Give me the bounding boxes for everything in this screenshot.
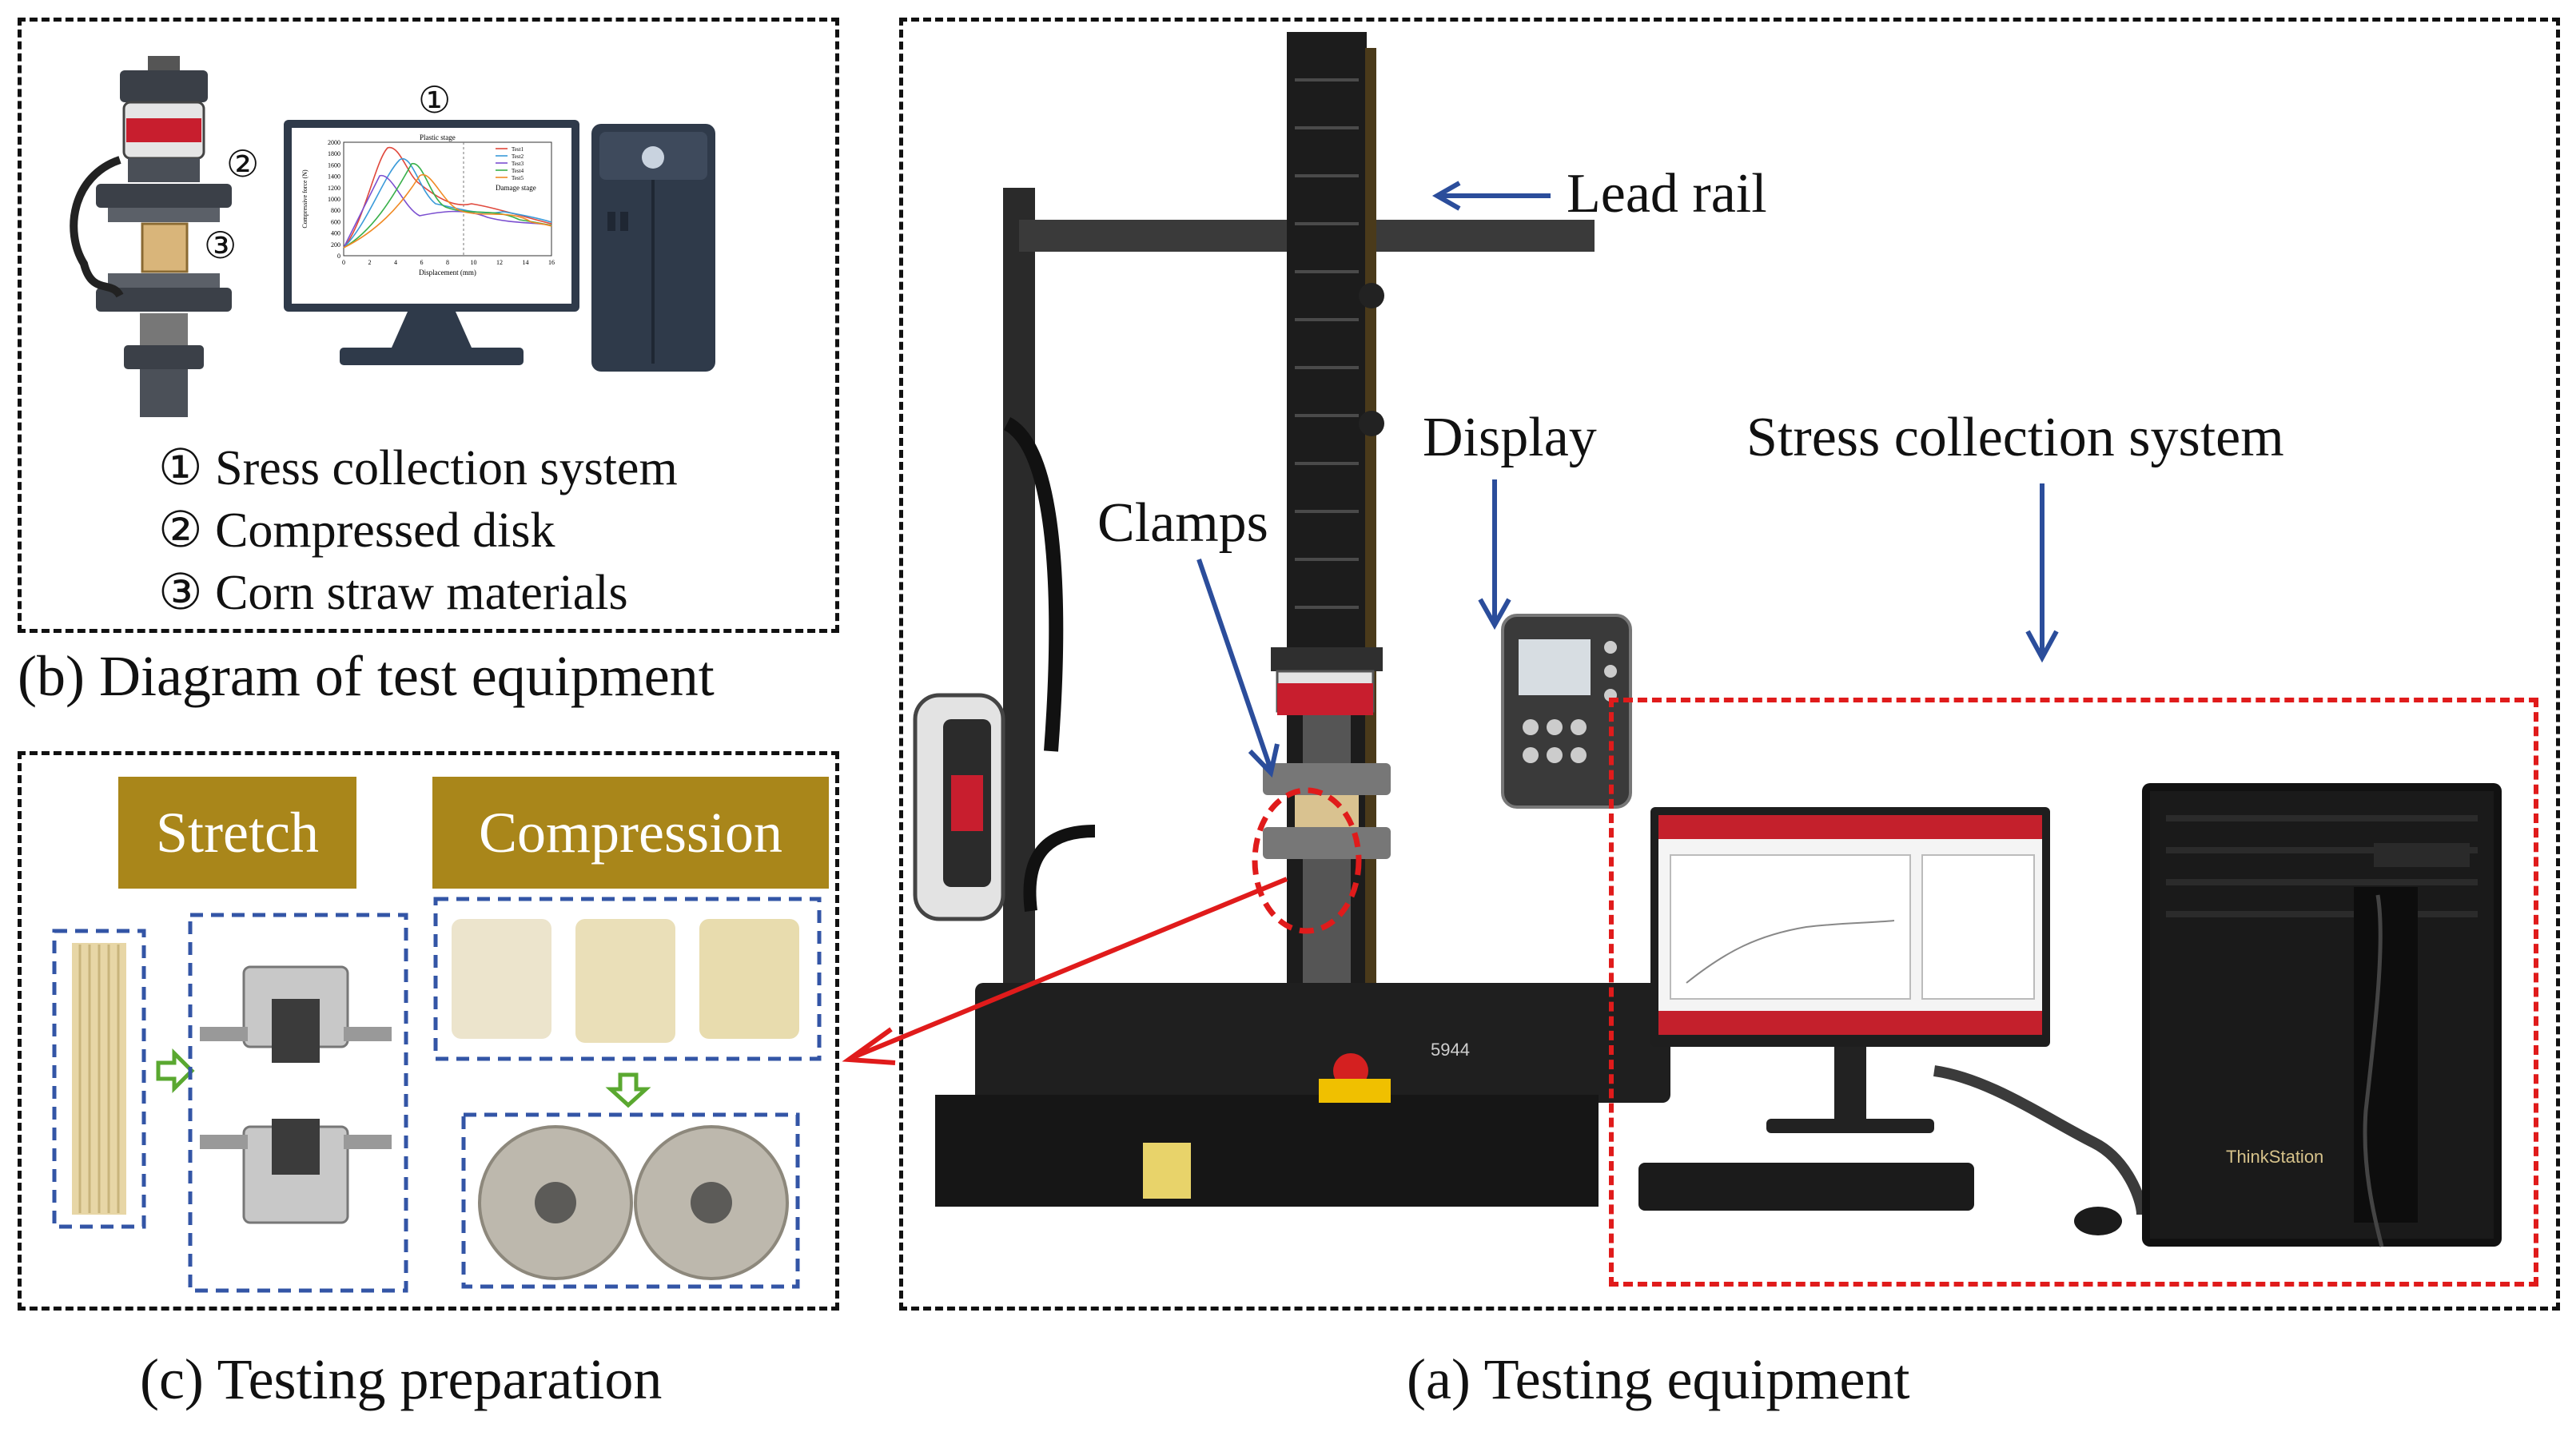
mini-chart-ytick: 400	[331, 230, 340, 237]
display-label: Display	[1423, 407, 1597, 468]
compression-label: Compression	[432, 777, 829, 889]
mini-chart-xtick: 16	[548, 259, 555, 266]
mini-chart-frame	[343, 141, 552, 257]
stretch-label: Stretch	[118, 777, 356, 889]
mini-chart-ytick: 2000	[328, 139, 340, 146]
workstation-brand: ThinkStation	[2226, 1147, 2324, 1167]
mini-chart-series-line	[343, 157, 552, 249]
mini-chart-ytick: 200	[331, 241, 340, 249]
clamps-label: Clamps	[1097, 492, 1268, 554]
clamps-arrow	[1196, 559, 1280, 778]
legend-compressed-disk: ② Compressed disk	[158, 503, 555, 558]
panel-b-caption: (b) Diagram of test equipment	[18, 644, 715, 708]
mini-chart-xlabel: Displacement (mm)	[419, 268, 476, 276]
lead-rail-arrow	[1431, 181, 1551, 211]
specimen-preparation-illustration	[52, 897, 822, 1293]
compression-assembly-illustration	[70, 56, 232, 417]
panel-a-caption: (a) Testing equipment	[1407, 1347, 1910, 1411]
mini-chart-legend-label: Test1	[512, 146, 524, 153]
universal-testing-machine	[913, 32, 1670, 1207]
stress-system-arrow	[2025, 483, 2059, 663]
mini-chart-series-line	[343, 147, 552, 249]
mini-force-displacement-chart: 0 200 400 600 800 1000 1200 1400 1600 1800 2000 0 2 4…	[301, 133, 555, 276]
marker-straw: ③	[204, 225, 237, 266]
computer-tower-icon	[591, 124, 715, 372]
mini-chart-xtick: 0	[342, 259, 345, 266]
mini-chart-xtick: 6	[420, 259, 424, 266]
panel-b-frame	[18, 18, 839, 633]
mini-chart-legend-label: Test2	[512, 153, 524, 160]
mini-chart-legend-label: Test3	[512, 161, 524, 167]
stress-system-highlight-box	[1609, 698, 2538, 1287]
mini-chart-ylabel: Compressive force (N)	[301, 169, 309, 229]
mini-chart-ytick: 1600	[328, 161, 340, 169]
marker-disk: ②	[226, 144, 260, 185]
mini-chart-series-line	[343, 175, 552, 249]
stress-system-label: Stress collection system	[1746, 407, 2284, 468]
mini-chart-ytick: 1200	[328, 185, 340, 192]
mini-chart-series-line	[343, 173, 552, 249]
mini-chart-ytick: 800	[331, 207, 340, 214]
mini-chart-xtick: 10	[471, 259, 477, 266]
stress-collection-computer	[1638, 783, 2502, 1247]
legend-corn-straw: ③ Corn straw materials	[158, 566, 628, 620]
mini-chart-xtick: 12	[496, 259, 503, 266]
mini-chart-xtick: 4	[394, 259, 397, 266]
mini-chart-ytick: 0	[337, 253, 340, 260]
mini-chart-series-line	[343, 163, 552, 249]
mini-chart-stage1: Plastic stage	[420, 133, 456, 141]
machine-model-plate: 5944	[1431, 1040, 1470, 1060]
mini-chart-ytick: 1000	[328, 196, 340, 203]
mini-chart-stage2: Damage stage	[496, 184, 536, 192]
mini-chart-legend-label: Test4	[512, 168, 524, 174]
mini-chart-xtick: 14	[523, 259, 529, 266]
marker-stress-system: ①	[418, 80, 452, 121]
mini-chart-xtick: 2	[368, 259, 372, 266]
sample-highlight-circle	[1252, 787, 1362, 934]
panel-c-caption: (c) Testing preparation	[140, 1347, 663, 1411]
legend-stress-system: ① Sress collection system	[158, 441, 678, 495]
display-arrow	[1478, 479, 1511, 630]
mini-chart-xtick: 8	[446, 259, 449, 266]
mini-chart-ytick: 600	[331, 218, 340, 225]
panel-c-frame	[18, 751, 839, 1311]
mini-chart-ytick: 1400	[328, 173, 340, 181]
panel-a-frame	[899, 18, 2560, 1311]
red-arrow-to-preparation	[842, 877, 1288, 1065]
mini-chart-ytick: 1800	[328, 150, 340, 157]
mini-chart-legend-label: Test5	[512, 175, 524, 181]
lead-rail-label: Lead rail	[1567, 163, 1767, 225]
